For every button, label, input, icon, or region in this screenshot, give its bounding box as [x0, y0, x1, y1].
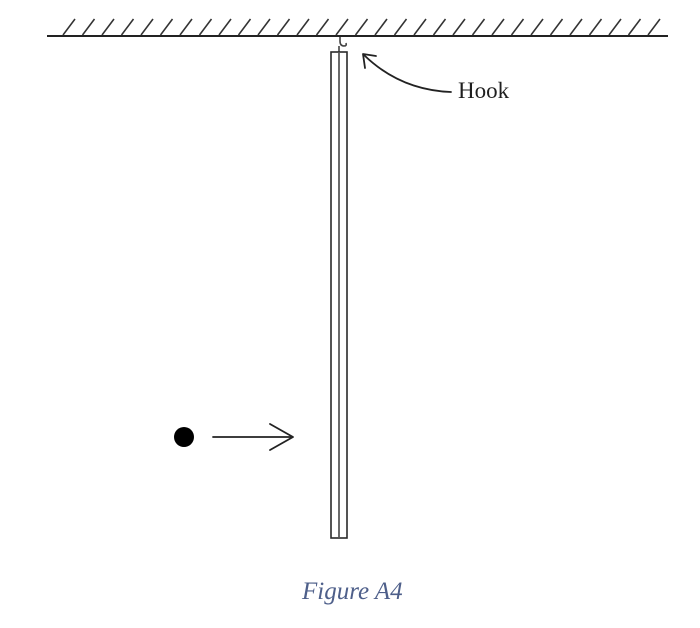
ceiling-hatching	[62, 18, 661, 36]
hatch-mark	[471, 18, 486, 36]
hatch-mark	[647, 18, 661, 36]
hook-curve	[339, 37, 348, 47]
hook	[338, 37, 348, 52]
rod	[330, 51, 348, 539]
velocity-arrow-head	[269, 423, 294, 451]
hatch-mark	[140, 18, 154, 36]
projectile-ball	[174, 427, 194, 447]
hatch-mark	[120, 18, 135, 36]
hatch-mark	[549, 18, 564, 36]
hatch-mark	[491, 18, 505, 36]
hatch-mark	[452, 18, 466, 36]
hatch-mark	[218, 18, 232, 36]
hatch-mark	[569, 18, 583, 36]
hatch-mark	[296, 18, 310, 36]
hatch-mark	[608, 18, 622, 36]
velocity-arrow	[212, 423, 294, 451]
hatch-mark	[354, 18, 369, 36]
hook-pointer-arrow	[362, 53, 452, 93]
hatch-mark	[237, 18, 252, 36]
hatch-mark	[530, 18, 544, 36]
hatch-mark	[315, 18, 330, 36]
hatch-mark	[627, 18, 642, 36]
hatch-mark	[101, 18, 115, 36]
hatch-mark	[276, 18, 291, 36]
hook-pointer-curve	[363, 54, 452, 93]
hatch-mark	[198, 18, 213, 36]
hook-pointer-head	[362, 53, 377, 69]
hatch-mark	[159, 18, 174, 36]
hatch-mark	[81, 18, 96, 36]
hatch-mark	[62, 18, 76, 36]
hatch-mark	[374, 18, 388, 36]
hatch-mark	[335, 18, 349, 36]
hook-label: Hook	[458, 78, 510, 103]
hatch-mark	[588, 18, 603, 36]
hatch-mark	[510, 18, 525, 36]
hatch-mark	[413, 18, 427, 36]
hatch-mark	[179, 18, 193, 36]
hatch-mark	[393, 18, 408, 36]
hatch-mark	[432, 18, 447, 36]
hatch-mark	[257, 18, 271, 36]
figure-caption: Figure A4	[301, 578, 403, 605]
ceiling	[47, 18, 668, 37]
